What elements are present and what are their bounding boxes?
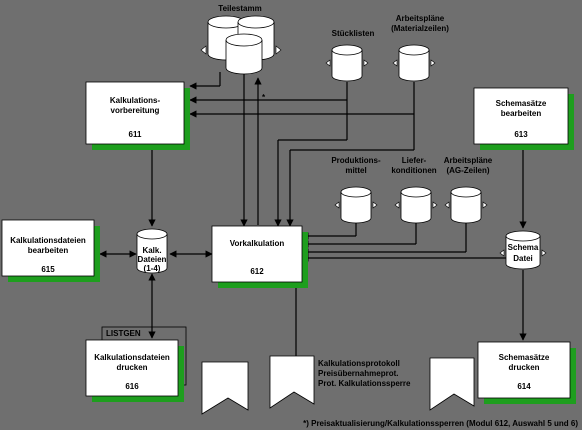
footnote: *) Preisaktualisierung/Kalkulationssperr… xyxy=(303,419,578,428)
apm-label-2: (Materialzeilen) xyxy=(391,24,449,33)
kalk-label-3: (1-4) xyxy=(144,264,161,273)
sb-title-1: Schemasätze xyxy=(496,99,547,108)
sb-number: 613 xyxy=(514,130,528,139)
schema-label-1: Schema xyxy=(508,243,539,252)
document-schemasaetze xyxy=(429,357,475,411)
kd-number: 616 xyxy=(125,382,139,391)
protokoll-line-3: Prot. Kalkulationssperre xyxy=(318,379,411,388)
stuecklisten-label: Stücklisten xyxy=(332,29,375,38)
sd-number: 614 xyxy=(517,382,531,391)
connectors xyxy=(99,72,527,360)
pm-label-1: Produktions- xyxy=(331,156,381,165)
protokoll-line-1: Kalkulationsprotokoll xyxy=(318,359,400,368)
kd-title-2: drucken xyxy=(116,363,147,372)
kb-title-1: Kalkulationsdateien xyxy=(10,236,86,245)
document-kalkulationsdateien xyxy=(201,361,249,415)
apm-label-1: Arbeitspläne xyxy=(396,14,445,23)
kv-number: 611 xyxy=(129,130,142,139)
kalk-label-2: Dateien xyxy=(138,255,167,264)
datastore-schema-datei: Schema Datei xyxy=(499,230,547,270)
sd-title-1: Schemasätze xyxy=(499,353,550,362)
datastore-arbeitsplaene-ag: Arbeitspläne (AG-Zeilen) xyxy=(444,156,493,224)
listgen-label: LISTGEN xyxy=(106,329,141,338)
kb-number: 615 xyxy=(41,265,55,274)
kalk-label-1: Kalk. xyxy=(142,246,161,255)
protokoll-line-2: Preisübernahmeprot. xyxy=(318,369,398,378)
star-marker: * xyxy=(262,93,266,102)
pm-label-2: mittel xyxy=(345,166,366,175)
datastore-teilestamm: Teilestamm xyxy=(200,4,282,75)
sb-title-2: bearbeiten xyxy=(501,109,542,118)
schema-label-2: Datei xyxy=(513,254,533,263)
box-vorkalkulation[interactable]: Vorkalkulation 612 xyxy=(211,225,308,288)
box-schemasaetze-bearbeiten[interactable]: Schemasätze bearbeiten 613 xyxy=(473,87,574,150)
box-kalkulationsdateien-drucken[interactable]: Kalkulationsdateien drucken 616 xyxy=(85,339,184,402)
lk-label-2: konditionen xyxy=(391,166,436,175)
datastore-arbeitsplaene-material: Arbeitspläne (Materialzeilen) xyxy=(391,14,449,82)
kv-title-2: vorbereitung xyxy=(111,106,160,115)
sd-title-2: drucken xyxy=(508,363,539,372)
datastore-stuecklisten: Stücklisten xyxy=(325,29,375,82)
document-protokoll xyxy=(269,355,315,409)
box-kalkulationsvorbereitung[interactable]: Kalkulations- vorbereitung 611 xyxy=(85,81,190,150)
teilestamm-label: Teilestamm xyxy=(218,4,261,13)
lk-label-1: Liefer- xyxy=(402,156,427,165)
vk-number: 612 xyxy=(250,267,264,276)
box-schemasaetze-drucken[interactable]: Schemasätze drucken 614 xyxy=(477,341,576,404)
vk-title: Vorkalkulation xyxy=(230,239,285,248)
apag-label-1: Arbeitspläne xyxy=(444,156,493,165)
datastore-produktionsmittel: Produktions- mittel xyxy=(331,156,381,224)
kb-title-2: bearbeiten xyxy=(28,246,69,255)
kd-title-1: Kalkulationsdateien xyxy=(94,353,170,362)
datastore-lieferkonditionen: Liefer- konditionen xyxy=(391,156,438,224)
datastore-kalk-dateien: Kalk. Dateien (1-4) xyxy=(136,228,168,274)
apag-label-2: (AG-Zeilen) xyxy=(446,166,489,175)
kv-title-1: Kalkulations- xyxy=(110,96,161,105)
box-kalkulationsdateien-bearbeiten[interactable]: Kalkulationsdateien bearbeiten 615 xyxy=(1,219,100,282)
